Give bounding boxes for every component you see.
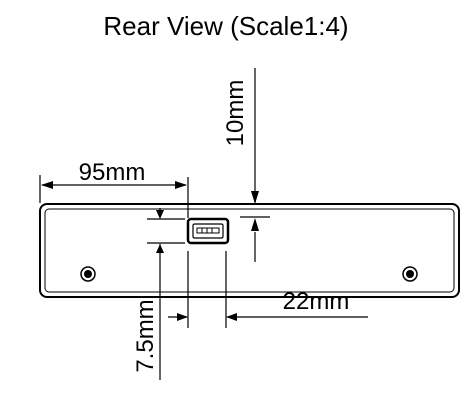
dimension-left-offset: 95mm — [39, 159, 189, 218]
top-offset-label: 10mm — [222, 80, 249, 147]
device-outline-outer — [39, 203, 460, 298]
left-offset-label: 95mm — [79, 159, 146, 186]
view-title: Rear View (Scale1:4) — [103, 11, 348, 41]
port-width-label: 22mm — [283, 288, 350, 315]
port-height-label: 7.5mm — [132, 299, 159, 372]
device-outline-inner — [44, 208, 455, 293]
dimension-top-offset: 10mm — [222, 68, 270, 262]
device-body — [39, 203, 460, 298]
dimension-port-height: 7.5mm — [132, 208, 185, 380]
screw-left — [80, 266, 96, 282]
screw-right — [402, 266, 418, 282]
usb-port-icon — [186, 217, 230, 245]
dimension-port-width: 22mm — [168, 251, 368, 328]
